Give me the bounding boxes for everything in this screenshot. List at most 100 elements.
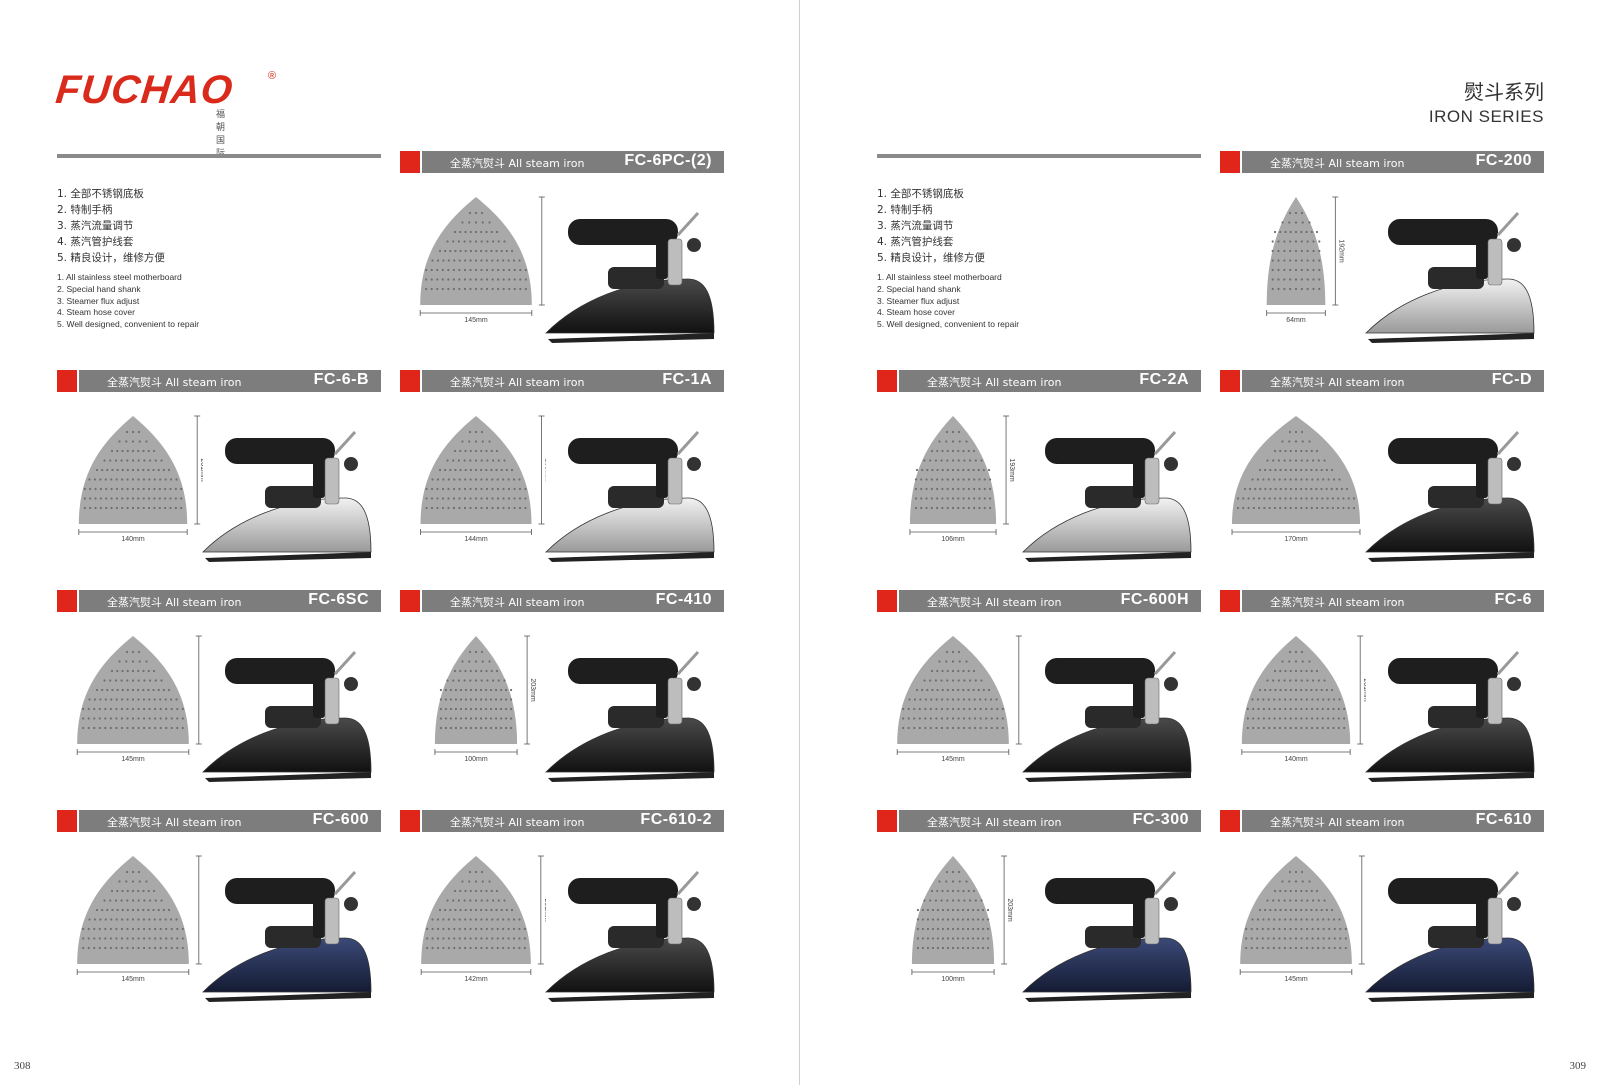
steam-hole <box>972 889 976 893</box>
steam-hole <box>519 278 522 281</box>
model-number: FC-610 <box>1475 811 1532 828</box>
steam-hole <box>1301 880 1304 883</box>
steam-hole <box>469 726 473 730</box>
steam-hole <box>504 717 508 720</box>
steam-hole <box>986 937 990 940</box>
steam-hole <box>1306 259 1309 262</box>
handle-post <box>313 878 325 938</box>
steam-hole <box>1278 946 1281 950</box>
steam-hole <box>962 449 965 453</box>
steam-hole <box>1322 946 1325 950</box>
steam-hole <box>131 726 135 730</box>
steam-hole <box>1332 707 1335 711</box>
plate-width-label: 142mm <box>464 976 488 982</box>
steam-hole <box>925 487 928 491</box>
steam-hole <box>131 459 135 462</box>
steam-hole <box>452 240 455 243</box>
steam-hole <box>507 946 510 950</box>
steam-hole <box>951 899 955 902</box>
steam-hole <box>988 487 992 491</box>
steam-hole <box>484 698 488 701</box>
steam-hole <box>147 468 150 472</box>
steam-hole <box>1312 459 1315 462</box>
steam-hole <box>447 278 450 281</box>
iron-body <box>265 486 321 508</box>
steam-hole <box>1305 669 1308 673</box>
steam-hole <box>926 946 930 950</box>
steam-hole <box>509 707 513 711</box>
steam-hole <box>431 259 434 262</box>
steam-hole <box>1315 487 1318 491</box>
steam-hole <box>148 717 151 720</box>
iron-base-edge <box>205 772 371 782</box>
steam-hole <box>157 688 160 692</box>
feature-en: 3. Steamer flux adjust <box>57 295 140 306</box>
steam-hole <box>946 899 949 902</box>
steam-hole <box>463 459 466 462</box>
steam-hole <box>1262 707 1265 711</box>
steam-hole <box>1256 918 1260 921</box>
steam-hole <box>1264 908 1267 912</box>
steam-hole <box>436 278 439 281</box>
steam-hole <box>1343 726 1346 730</box>
steam-hole <box>469 889 472 893</box>
steam-hole <box>1289 679 1292 682</box>
steam-hole <box>921 918 925 921</box>
steam-hole <box>972 468 975 472</box>
steam-hole <box>1294 937 1298 940</box>
steam-hole <box>125 430 129 434</box>
steam-hole <box>951 430 955 434</box>
steam-hole <box>454 688 458 692</box>
steam-hole <box>957 679 960 682</box>
steam-hole <box>931 918 935 921</box>
steam-hole <box>154 927 157 931</box>
steam-hole <box>518 259 521 262</box>
steam-hole <box>524 268 527 272</box>
steam-hole <box>116 669 119 673</box>
steam-hole <box>941 449 944 453</box>
steam-hole <box>104 726 107 730</box>
steam-hole <box>145 440 148 443</box>
iron-body <box>1428 267 1484 289</box>
steam-hole <box>154 459 157 462</box>
steam-hole <box>918 726 921 730</box>
steam-hole <box>160 679 163 682</box>
steam-hole <box>1256 478 1260 481</box>
steam-hole <box>98 717 101 720</box>
steam-hole <box>972 669 976 673</box>
steam-hole <box>1289 278 1292 281</box>
steam-hole <box>131 946 135 950</box>
steam-hole <box>109 707 112 711</box>
steam-hole <box>480 679 483 682</box>
steam-hole <box>1294 430 1298 434</box>
steam-hole <box>148 478 151 481</box>
steam-hole <box>914 487 918 491</box>
steam-hole <box>1343 717 1346 720</box>
steam-hole <box>914 506 918 510</box>
steam-fitting <box>1153 870 1177 896</box>
steam-hole <box>986 927 990 931</box>
steam-hole <box>461 660 464 663</box>
steam-hole <box>126 487 129 491</box>
steam-hole <box>930 889 934 893</box>
steam-hole <box>441 268 444 272</box>
steam-hole <box>930 669 934 673</box>
steam-hole <box>104 918 107 921</box>
steam-hole <box>126 669 129 673</box>
iron-body <box>1085 486 1141 508</box>
steam-hole <box>1289 478 1292 481</box>
steam-hole <box>174 487 177 491</box>
steam-hole <box>1294 221 1298 224</box>
steam-hole <box>1310 717 1314 720</box>
steam-hole <box>1294 468 1298 472</box>
steam-hole <box>446 240 449 243</box>
steam-hole <box>936 918 940 921</box>
steam-hole <box>951 459 955 462</box>
steam-hole <box>951 679 955 682</box>
steam-hole <box>503 240 506 243</box>
